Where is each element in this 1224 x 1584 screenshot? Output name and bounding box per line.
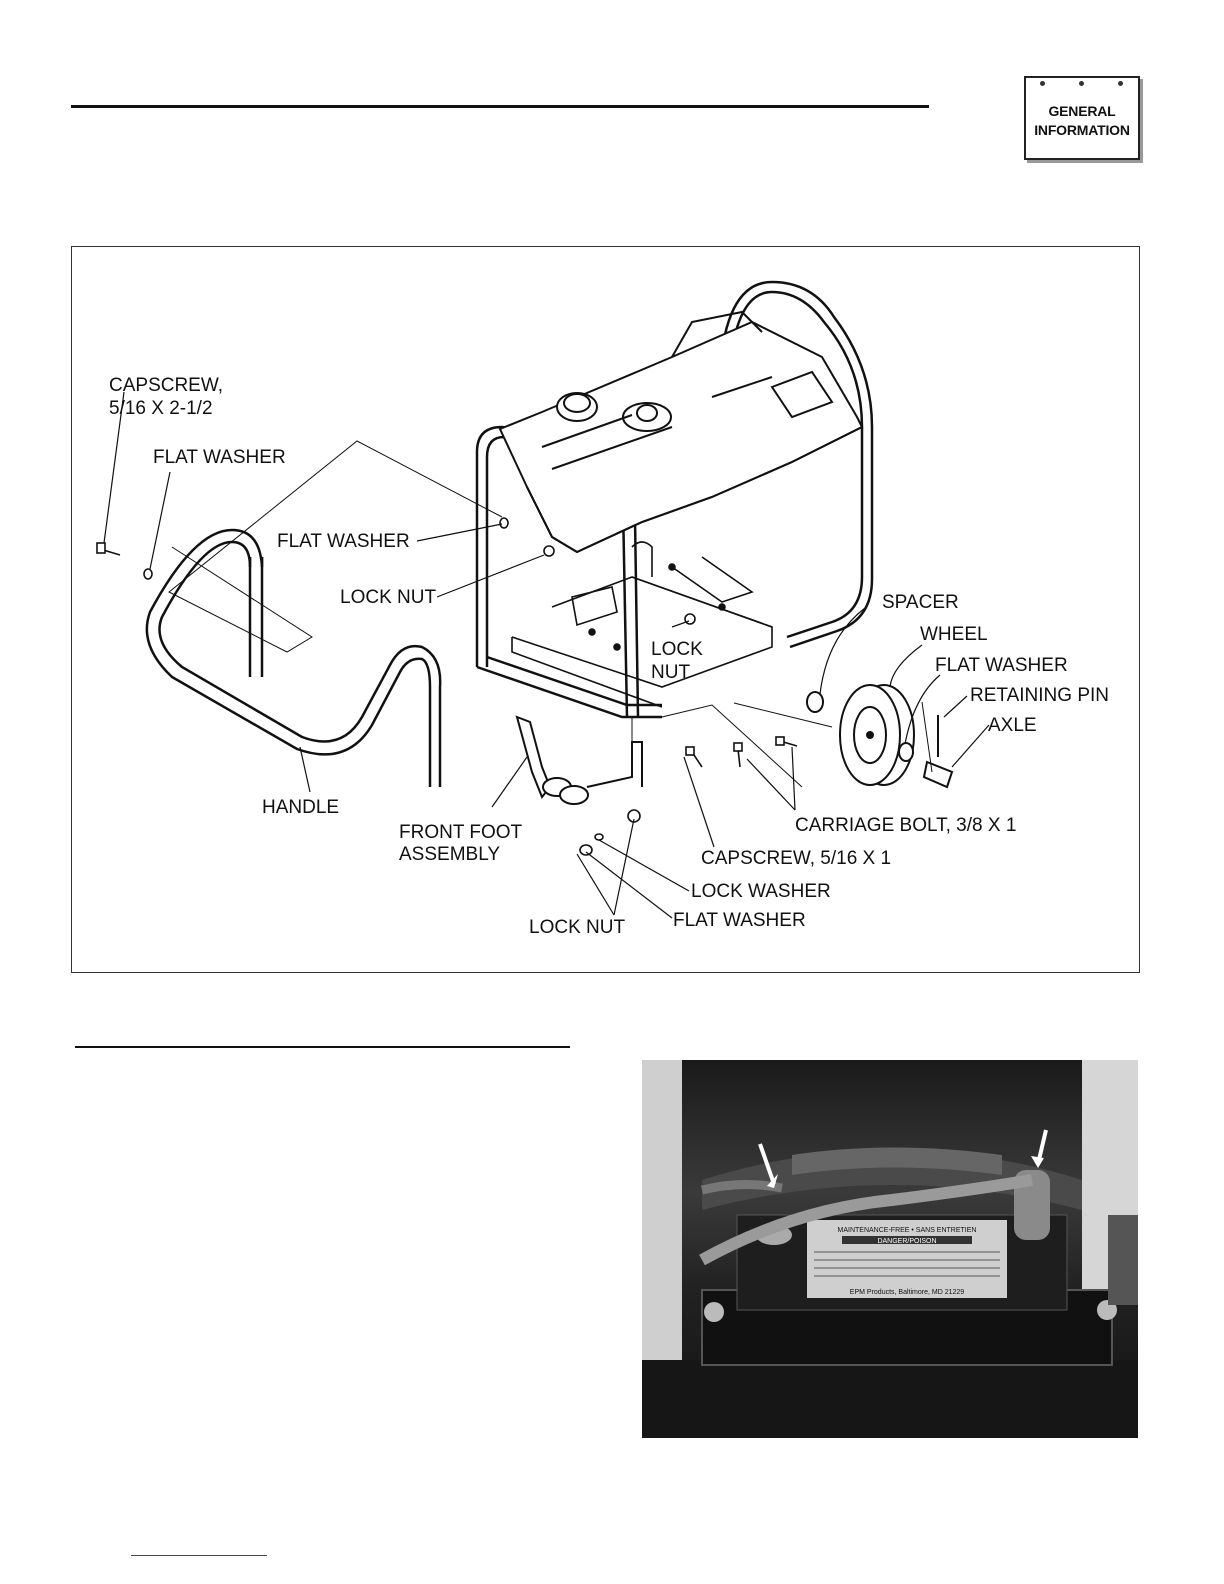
label-front-foot-line2: ASSEMBLY [399,844,500,865]
section-rule [75,1046,570,1048]
battery-photo: MAINTENANCE-FREE • SANS ENTRETIEN DANGER… [642,1060,1138,1438]
label-lock-nut-2a: LOCK [651,639,703,660]
label-lock-washer: LOCK WASHER [691,881,831,902]
exploded-diagram-figure: CAPSCREW, 5/16 X 2-1/2 FLAT WASHER FLAT … [71,246,1140,973]
frame-base [511,541,773,708]
battery-label-footer: EPM Products, Baltimore, MD 21229 [850,1289,964,1296]
footer-link[interactable] [131,1555,267,1556]
label-handle: HANDLE [262,797,339,818]
label-flat-washer-1: FLAT WASHER [153,447,286,468]
label-spacer: SPACER [882,592,959,613]
label-wheel: WHEEL [920,624,988,645]
badge-rivet [1040,81,1045,86]
generator-exploded-diagram: CAPSCREW, 5/16 X 2-1/2 FLAT WASHER FLAT … [96,280,1109,938]
badge-line-1: GENERAL [1048,103,1116,119]
label-flat-washer-2: FLAT WASHER [277,531,410,552]
label-flat-washer-4: FLAT WASHER [673,910,806,931]
front-foot-part [515,715,643,805]
wheel-part [806,684,954,789]
badge-text: GENERAL INFORMATION [1026,102,1138,140]
label-retaining-pin: RETAINING PIN [970,685,1109,706]
label-capscrew-line1: CAPSCREW, [109,375,223,396]
battery-label-header: MAINTENANCE-FREE • SANS ENTRETIEN [838,1227,977,1234]
label-capscrew-bottom: CAPSCREW, 5/16 X 1 [701,848,891,869]
badge-rivet [1079,81,1084,86]
label-axle: AXLE [988,715,1037,736]
battery-label-danger: DANGER/POISON [877,1238,936,1245]
label-lock-nut-1: LOCK NUT [340,587,436,608]
explode-lines [168,440,933,788]
fuel-tank [498,310,864,554]
label-lock-nut-3: LOCK NUT [529,917,625,938]
general-information-badge: GENERAL INFORMATION [1024,76,1140,160]
label-lock-nut-2b: NUT [651,662,690,683]
label-carriage-bolt: CARRIAGE BOLT, 3/8 X 1 [795,815,1016,836]
handle-part [145,528,442,787]
header-rule [71,105,929,108]
fasteners [96,517,798,856]
part-labels: CAPSCREW, 5/16 X 2-1/2 FLAT WASHER FLAT … [109,375,1109,938]
badge-rivet [1118,81,1123,86]
battery-photo-illustration: MAINTENANCE-FREE • SANS ENTRETIEN DANGER… [642,1060,1138,1438]
battery-label [807,1220,1007,1298]
label-capscrew-line2: 5/16 X 2-1/2 [109,398,213,419]
label-flat-washer-3: FLAT WASHER [935,655,1068,676]
label-front-foot-line1: FRONT FOOT [399,822,523,843]
badge-line-2: INFORMATION [1034,122,1130,138]
leader-lines [103,391,990,919]
